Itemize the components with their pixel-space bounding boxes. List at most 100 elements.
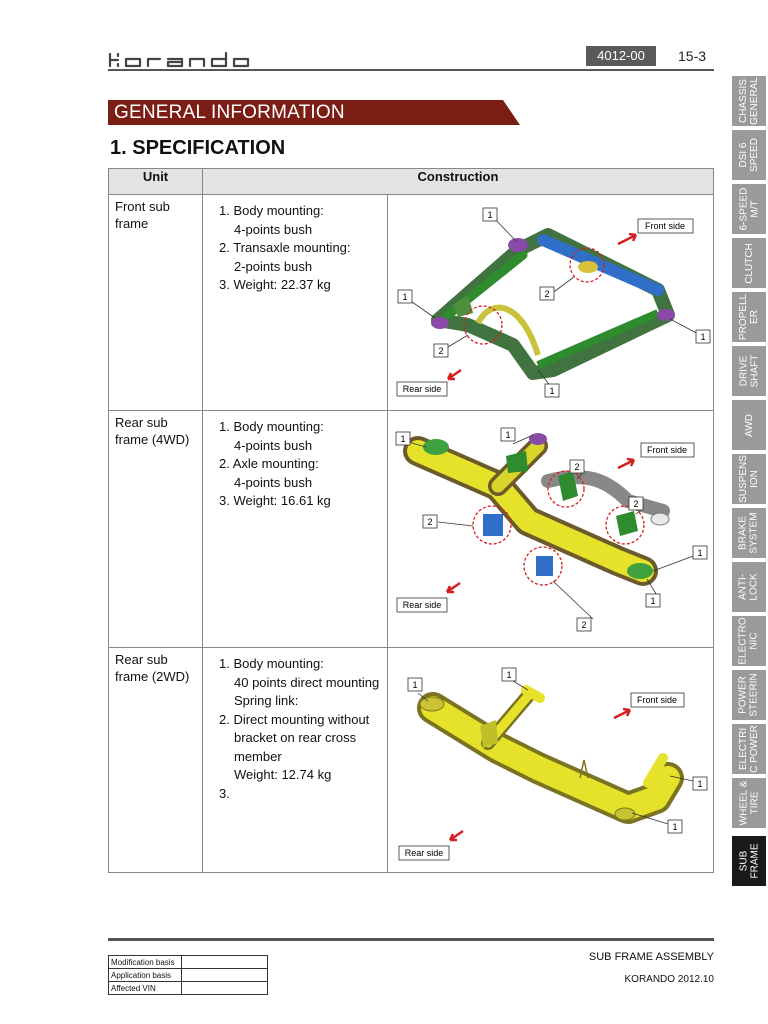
unit-cell: Rear sub frame (4WD) (108, 410, 203, 648)
callout-number: 1 (697, 779, 702, 789)
side-tab-brake-system[interactable]: BRAKE SYSTEM (732, 508, 766, 558)
spec-line: 3. Weight: 16.61 kg (219, 493, 331, 508)
footer-title: SUB FRAME ASSEMBLY (588, 951, 714, 963)
arrow-icon (448, 829, 464, 842)
spec-line: 3. (219, 785, 230, 801)
specification-heading: 1. SPECIFICATION (110, 137, 286, 159)
callout-number: 1 (487, 210, 492, 220)
spec-line: member (234, 748, 282, 764)
svg-text:Rear side: Rear side (405, 848, 444, 858)
spec-line: 4-points bush (234, 437, 313, 453)
arrow-icon (446, 368, 462, 381)
header-construction: Construction (202, 168, 714, 195)
callout-number: 1 (650, 596, 655, 606)
construction-text-cell: 1. Body mounting: 40 points direct mount… (202, 647, 388, 873)
rear-side-label: Rear side (398, 829, 464, 861)
revision-value (181, 968, 268, 982)
callout-number: 1 (412, 680, 417, 690)
table-row-rear-sub-frame-2wd: Rear sub frame (2WD) 1. Body mounting: 4… (108, 647, 714, 873)
revision-label: Application basis (108, 968, 182, 982)
spec-line: 40 points direct mounting (234, 674, 380, 690)
spec-line: 4-points bush (234, 221, 313, 237)
revision-table: Modification basis Application basis Aff… (108, 955, 268, 995)
svg-text:Front side: Front side (645, 221, 685, 231)
callout-circles (463, 247, 605, 345)
side-tab-6-speed-mt[interactable]: 6-SPEED M/T (732, 184, 766, 234)
side-tab-power-steering[interactable]: POWER STEERIN (732, 670, 766, 720)
spec-line: 1. Body mounting: (219, 203, 324, 218)
side-tab-awd[interactable]: AWD (732, 400, 766, 450)
side-tab-anti-lock[interactable]: ANTI- LOCK (732, 562, 766, 612)
spec-line: Weight: 12.74 kg (234, 767, 332, 782)
construction-image-cell: 1 1 1 1 2 2 2 2 (387, 410, 714, 648)
revision-label: Affected VIN (108, 981, 182, 995)
callout-numbers: 1 1 1 1 2 2 2 2 (395, 427, 708, 632)
side-tab-wheel-tire[interactable]: WHEEL & TIRE (732, 778, 766, 828)
side-tab-chassis-general[interactable]: CHASSIS GENERAL (732, 76, 766, 126)
unit-cell: Rear sub frame (2WD) (108, 647, 203, 873)
table-row-front-sub-frame: Front sub frame 1. Body mounting: 4-poin… (108, 194, 714, 411)
callout-number: 1 (400, 434, 405, 444)
svg-text:Front side: Front side (637, 695, 677, 705)
callout-number: 2 (574, 462, 579, 472)
unit-cell: Front sub frame (108, 194, 203, 411)
header-unit: Unit (108, 168, 203, 195)
spec-line: 3. Weight: 22.37 kg (219, 277, 331, 292)
callout-numbers: 1 1 1 1 (407, 667, 708, 834)
callout-number: 2 (438, 346, 443, 356)
front-side-label: Front side (613, 692, 685, 720)
footer-subtitle: KORANDO 2012.10 (624, 974, 715, 985)
revision-label: Modification basis (108, 955, 182, 969)
rear-sub-frame-2wd-diagram: 1 1 1 1 Front side (398, 667, 708, 861)
spec-line: 1. Body mounting: (219, 419, 324, 434)
table-row: Application basis (108, 968, 268, 982)
callout-number: 1 (549, 386, 554, 396)
callout-numbers: 1 1 1 1 2 2 (397, 207, 711, 398)
side-tab-sub-frame[interactable]: SUB FRAME (732, 836, 766, 886)
front-sub-frame-diagram: 1 1 1 1 2 2 Front side (396, 207, 711, 398)
callout-number: 1 (700, 332, 705, 342)
spec-line: 2. Axle mounting: (219, 456, 319, 471)
construction-text-cell: 1. Body mounting: 4-points bush 2. Trans… (202, 194, 388, 411)
callout-number: 2 (544, 289, 549, 299)
footer-divider (108, 938, 714, 941)
section-title-bar (108, 100, 520, 125)
revision-value (181, 981, 268, 995)
header-divider (108, 69, 714, 71)
svg-text:Rear side: Rear side (403, 600, 442, 610)
table-row: Modification basis (108, 955, 268, 969)
construction-image-cell: 1 1 1 1 2 2 Front side (387, 194, 714, 411)
page-number: 15-3 (678, 48, 707, 64)
side-tab-electronic[interactable]: ELECTRO NIC (732, 616, 766, 666)
side-tab-clutch[interactable]: CLUTCH (732, 238, 766, 288)
spec-line: 1. Body mounting: (219, 656, 324, 671)
frame-drawing (431, 228, 675, 380)
construction-text-cell: 1. Body mounting: 4-points bush 2. Axle … (202, 410, 388, 648)
frame-drawing (417, 685, 684, 824)
side-tab-suspension[interactable]: SUSPENS ION (732, 454, 766, 504)
spec-line: bracket on rear cross (234, 730, 357, 745)
svg-text:Front side: Front side (647, 445, 687, 455)
side-tab-electric-power[interactable]: ELECTRI C POWER (732, 724, 766, 774)
arrow-icon (617, 457, 636, 470)
rear-sub-frame-4wd-diagram: 1 1 1 1 2 2 2 2 (395, 427, 708, 632)
section-title: GENERAL INFORMATION (114, 102, 345, 123)
spec-line: 4-points bush (234, 474, 313, 490)
table-row-rear-sub-frame-4wd: Rear sub frame (4WD) 1. Body mounting: 4… (108, 410, 714, 648)
callout-number: 2 (581, 620, 586, 630)
front-side-label: Front side (617, 442, 695, 470)
side-tab-dsi-6-speed[interactable]: DSI 6 SPEED (732, 130, 766, 180)
spec-line: 2-points bush (234, 258, 313, 274)
spec-line: 2. Transaxle mounting: (219, 240, 351, 255)
callout-number: 1 (506, 670, 511, 680)
callout-number: 1 (697, 548, 702, 558)
side-tab-drive-shaft[interactable]: DRIVE SHAFT (732, 346, 766, 396)
revision-value (181, 955, 268, 969)
table-row: Affected VIN (108, 981, 268, 995)
front-side-label: Front side (617, 218, 694, 246)
spec-line: 2. Direct mounting without (219, 711, 370, 727)
callout-number: 2 (427, 517, 432, 527)
side-tab-propeller[interactable]: PROPELL ER (732, 292, 766, 342)
spec-list: 1. Body mounting: 40 points direct mount… (203, 648, 387, 803)
callout-number: 2 (633, 499, 638, 509)
